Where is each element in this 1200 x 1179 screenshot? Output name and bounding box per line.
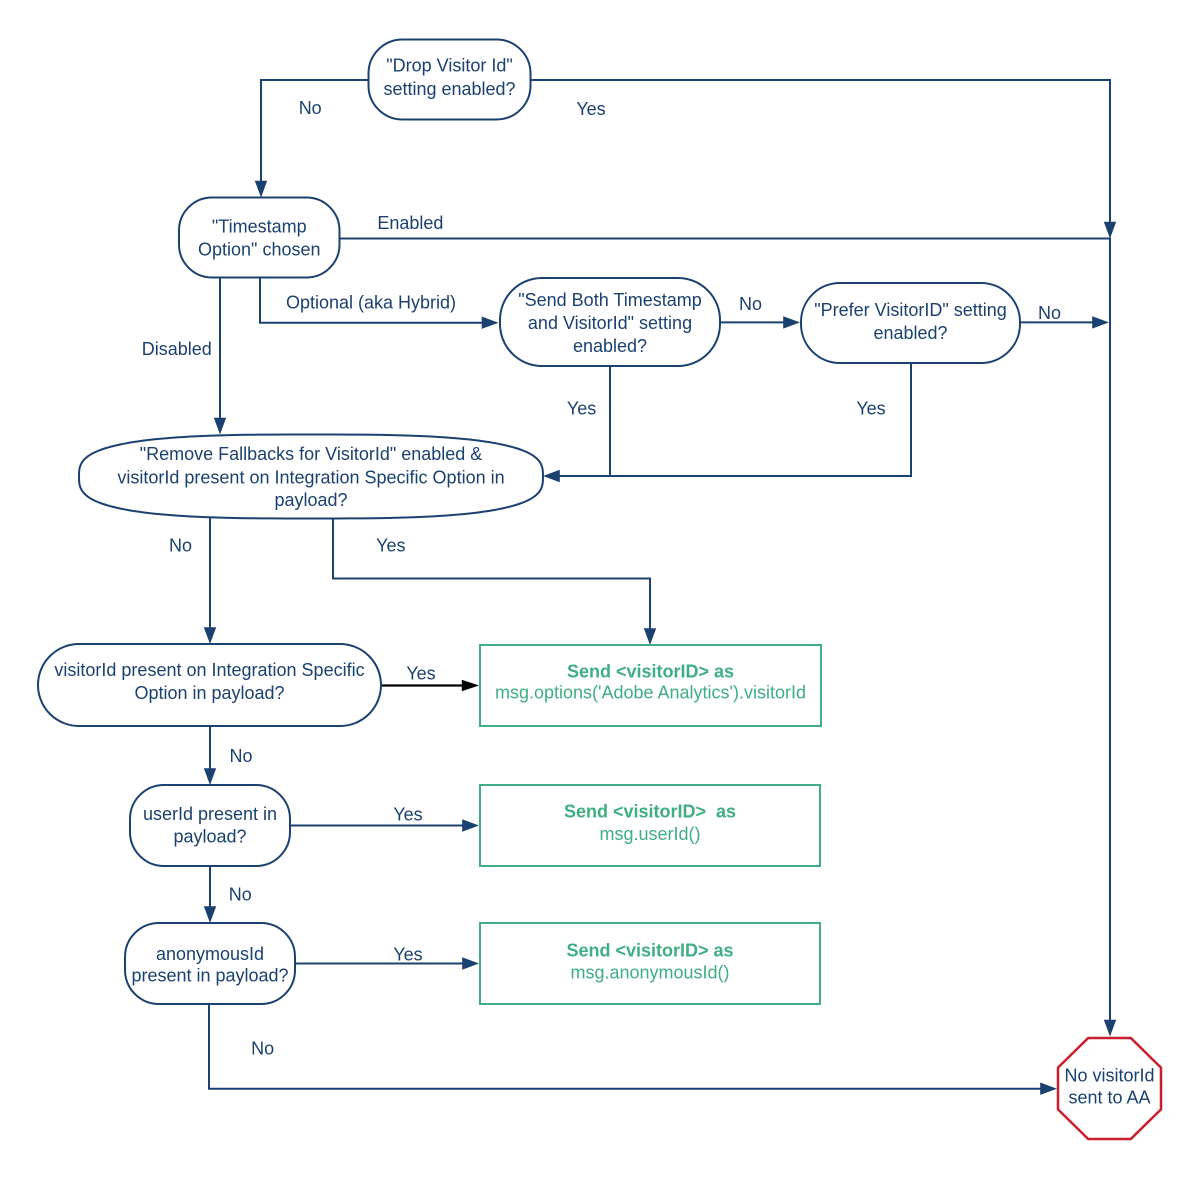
svg-text:No: No	[251, 1038, 274, 1058]
svg-text:Send <visitorID> as: Send <visitorID> as	[566, 941, 733, 961]
svg-text:No visitorId: No visitorId	[1064, 1066, 1154, 1086]
svg-text:Yes: Yes	[376, 535, 405, 555]
svg-text:Yes: Yes	[567, 398, 596, 418]
svg-text:Option in payload?: Option in payload?	[134, 683, 284, 703]
svg-text:Send <visitorID> as: Send <visitorID> as	[567, 662, 734, 682]
svg-text:"Prefer VisitorID" setting: "Prefer VisitorID" setting	[814, 300, 1007, 320]
svg-text:No: No	[299, 98, 322, 118]
svg-text:enabled?: enabled?	[573, 336, 647, 356]
svg-text:msg.options('Adobe Analytics'): msg.options('Adobe Analytics').visitorId	[495, 683, 806, 703]
svg-text:Option" chosen: Option" chosen	[198, 239, 320, 259]
svg-text:Disabled: Disabled	[142, 339, 212, 359]
svg-text:No: No	[169, 535, 192, 555]
svg-text:msg.userId(): msg.userId()	[599, 824, 700, 844]
svg-text:Yes: Yes	[576, 99, 605, 119]
svg-text:payload?: payload?	[274, 490, 347, 510]
svg-text:setting enabled?: setting enabled?	[383, 79, 515, 99]
svg-text:Yes: Yes	[393, 944, 422, 964]
svg-text:"Remove Fallbacks for VisitorI: "Remove Fallbacks for VisitorId" enabled…	[140, 444, 483, 464]
svg-text:Enabled: Enabled	[377, 213, 443, 233]
svg-text:Yes: Yes	[393, 804, 422, 824]
svg-text:msg.anonymousId(): msg.anonymousId()	[570, 963, 729, 983]
svg-text:"Send Both Timestamp: "Send Both Timestamp	[518, 290, 701, 310]
svg-text:visitorId present on Integrati: visitorId present on Integration Specifi…	[54, 660, 364, 680]
svg-text:Yes: Yes	[856, 398, 885, 418]
svg-text:present in payload?: present in payload?	[131, 966, 288, 986]
svg-text:sent to AA: sent to AA	[1068, 1087, 1150, 1107]
svg-text:No: No	[739, 294, 762, 314]
svg-text:No: No	[229, 884, 252, 904]
svg-text:visitorId present on Integrati: visitorId present on Integration Specifi…	[117, 467, 504, 487]
svg-text:No: No	[1038, 303, 1061, 323]
svg-text:Optional (aka Hybrid): Optional (aka Hybrid)	[286, 293, 456, 313]
svg-text:"Drop Visitor Id": "Drop Visitor Id"	[386, 56, 513, 76]
svg-text:Send <visitorID> as: Send <visitorID> as	[564, 802, 736, 822]
svg-text:Yes: Yes	[406, 663, 435, 683]
svg-text:and VisitorId" setting: and VisitorId" setting	[528, 313, 692, 333]
svg-text:No: No	[229, 746, 252, 766]
svg-text:userId present in: userId present in	[143, 804, 277, 824]
svg-text:"Timestamp: "Timestamp	[212, 217, 307, 237]
svg-text:anonymousId: anonymousId	[156, 944, 264, 964]
svg-text:payload?: payload?	[173, 827, 246, 847]
svg-text:enabled?: enabled?	[873, 323, 947, 343]
